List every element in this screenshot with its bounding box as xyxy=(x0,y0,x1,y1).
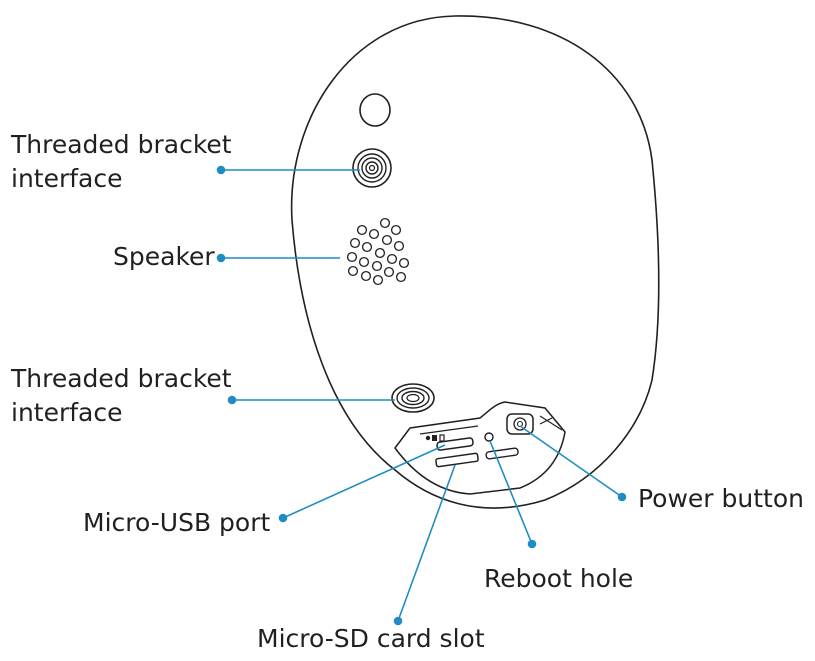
leader-dot-reboot xyxy=(527,539,537,549)
threaded-bracket-top-icon xyxy=(352,148,392,188)
speaker-hole xyxy=(393,240,405,252)
label-line-2: interface xyxy=(11,398,123,427)
speaker-hole xyxy=(372,274,384,286)
aux-slot-icon xyxy=(485,447,519,460)
panel-marking-icon xyxy=(425,434,445,442)
speaker-hole xyxy=(379,217,391,229)
leader-reboot xyxy=(489,440,533,545)
speaker-hole xyxy=(381,234,393,246)
speaker-hole xyxy=(368,228,380,240)
micro-sd-slot-icon xyxy=(435,452,479,468)
leader-power xyxy=(519,425,623,498)
top-hole xyxy=(359,93,391,127)
leader-dot-threaded-top xyxy=(216,165,226,175)
leader-dot-micro-sd xyxy=(393,616,403,626)
leader-micro-sd xyxy=(397,464,456,622)
label-reboot: Reboot hole xyxy=(484,564,634,593)
speaker-hole xyxy=(386,253,398,265)
camera-body-outline xyxy=(290,15,660,509)
label-line-1: Threaded bracket xyxy=(11,130,232,159)
port-panel-ledge xyxy=(419,415,563,435)
label-threaded-bracket-bottom: Threaded bracket interface xyxy=(11,362,232,430)
speaker-hole xyxy=(395,271,407,283)
speaker-hole xyxy=(361,241,373,253)
speaker-hole xyxy=(347,265,359,277)
power-button-icon xyxy=(506,413,534,435)
leader-dot-speaker xyxy=(216,253,226,263)
label-line-2: interface xyxy=(11,164,123,193)
leader-dot-micro-usb xyxy=(278,513,288,523)
label-power: Power button xyxy=(638,484,804,513)
label-line-1: Threaded bracket xyxy=(11,364,232,393)
leader-dot-power xyxy=(617,492,627,502)
speaker-hole xyxy=(349,237,361,249)
leader-micro-usb xyxy=(282,444,446,519)
speaker-grille-icon xyxy=(346,217,410,286)
reboot-hole-icon xyxy=(484,432,494,442)
speaker-hole xyxy=(374,247,386,259)
label-speaker: Speaker xyxy=(113,242,215,271)
port-panel-outline xyxy=(394,401,566,495)
micro-usb-port-icon xyxy=(436,437,474,451)
speaker-hole xyxy=(371,260,383,272)
speaker-hole xyxy=(346,251,358,263)
speaker-hole xyxy=(398,257,410,269)
leader-dot-threaded-bottom xyxy=(227,395,237,405)
speaker-hole xyxy=(390,224,402,236)
speaker-hole xyxy=(358,256,370,268)
threaded-bracket-bottom-icon xyxy=(391,383,435,413)
power-button-notch xyxy=(539,417,553,425)
speaker-hole xyxy=(360,270,372,282)
label-threaded-bracket-top: Threaded bracket interface xyxy=(11,128,232,196)
label-micro-usb: Micro-USB port xyxy=(83,508,271,537)
leader-lines xyxy=(216,165,627,626)
speaker-hole xyxy=(383,266,395,278)
speaker-hole xyxy=(356,224,368,236)
label-micro-sd: Micro-SD card slot xyxy=(257,624,485,653)
